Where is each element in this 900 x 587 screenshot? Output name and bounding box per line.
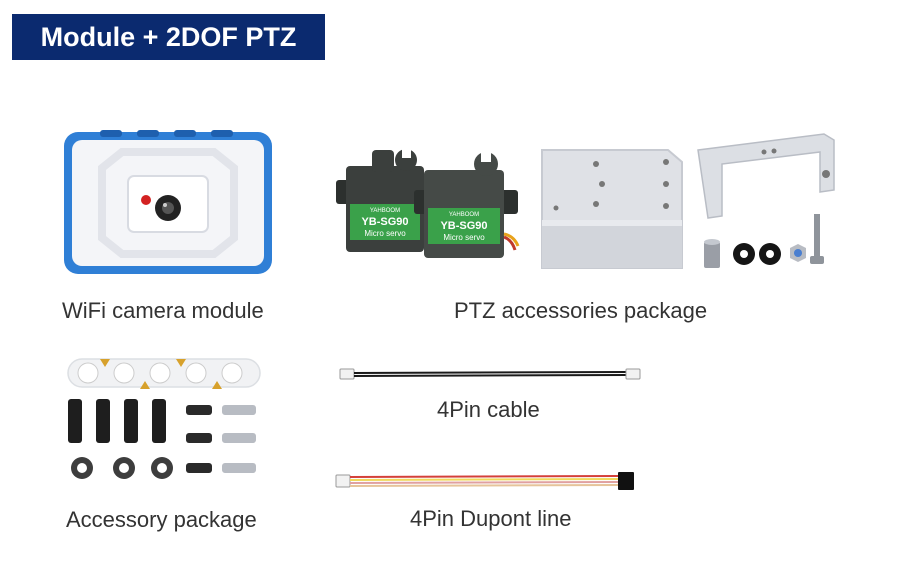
- dupont-caption: 4Pin Dupont line: [410, 506, 572, 531]
- wifi-camera-module-image: [64, 130, 272, 274]
- 4pin-cable-caption: 4Pin cable: [437, 397, 540, 422]
- servo-front: YAHBOOM YB-SG90 Micro servo: [414, 150, 520, 258]
- servo-back: YAHBOOM YB-SG90 Micro servo: [336, 148, 434, 252]
- servo-back-brand: YAHBOOM: [370, 208, 400, 214]
- page-title: Module + 2DOF PTZ: [12, 14, 325, 60]
- servo-back-model: YB-SG90: [361, 216, 408, 228]
- 4pin-dupont-line-image: [335, 472, 634, 490]
- u-bracket-image: [697, 133, 835, 268]
- servo-front-model: YB-SG90: [440, 220, 487, 232]
- servo-front-subtitle: Micro servo: [443, 233, 485, 242]
- 4pin-cable-image: [339, 368, 641, 380]
- accessory-caption: Accessory package: [66, 507, 257, 532]
- accessory-package-image: [67, 358, 261, 479]
- servo-back-subtitle: Micro servo: [364, 229, 406, 238]
- ptz-caption: PTZ accessories package: [454, 298, 708, 323]
- servo-bracket-image: [541, 149, 683, 269]
- camera-caption: WiFi camera module: [62, 298, 264, 323]
- servo-motors-image: YAHBOOM YB-SG90 Micro servo YAHBOOM YB-S…: [336, 148, 520, 258]
- servo-front-brand: YAHBOOM: [449, 212, 479, 218]
